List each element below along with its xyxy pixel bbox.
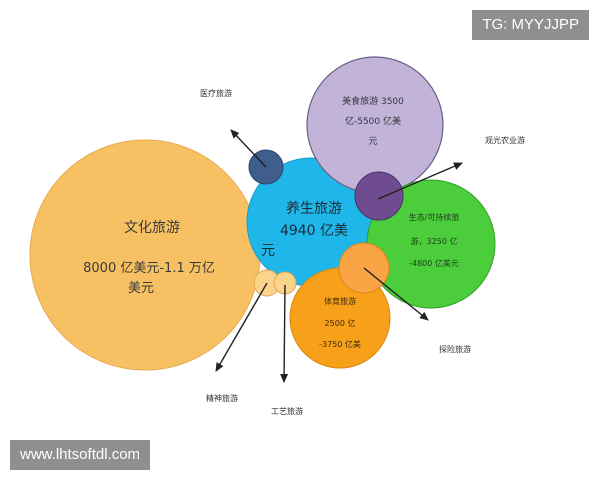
sports-label-line2: 2500 亿 [325, 318, 356, 328]
bubble-agri [354, 171, 404, 221]
wellness-label-line3: 元 [261, 243, 275, 259]
wellness-label-line1: 养生旅游 [286, 201, 342, 217]
watermark-bottom-left: www.lhtsoftdl.com [10, 440, 151, 470]
label-spirit: 精神旅游 [206, 393, 238, 403]
arrow-adventure [363, 267, 429, 321]
label-medical: 医疗旅游 [200, 88, 232, 98]
arrow-craft [280, 284, 289, 383]
sports-label-line3: -3750 亿美 [319, 339, 361, 349]
bubble-culture [29, 139, 261, 371]
label-adventure: 探险旅游 [439, 344, 471, 354]
arrow-medical [230, 129, 267, 168]
eco-label-line2: 游，3250 亿 [411, 236, 458, 246]
food-label-line3: 元 [368, 137, 377, 147]
culture-label-line3: 美元 [128, 281, 154, 296]
arrow-agri [377, 162, 463, 200]
food-label-line2: 亿-5500 亿美 [345, 115, 401, 127]
watermark-top-right: TG: MYYJJPP [472, 10, 589, 40]
culture-label-line1: 文化旅游 [124, 220, 180, 236]
eco-label-line3: -4800 亿美元 [409, 258, 459, 268]
culture-label-line2: 8000 亿美元-1.1 万亿 [83, 261, 215, 276]
eco-label-line1: 生态/可持续旅 [409, 212, 460, 222]
arrow-spirit [215, 282, 268, 372]
label-craft: 工艺旅游 [271, 406, 303, 416]
label-agri: 观光农业游 [485, 135, 525, 145]
wellness-label-line2: 4940 亿美 [280, 223, 348, 239]
sports-label-line1: 体育旅游 [324, 296, 356, 306]
food-label-line1: 美食旅游 3500 [342, 95, 404, 107]
